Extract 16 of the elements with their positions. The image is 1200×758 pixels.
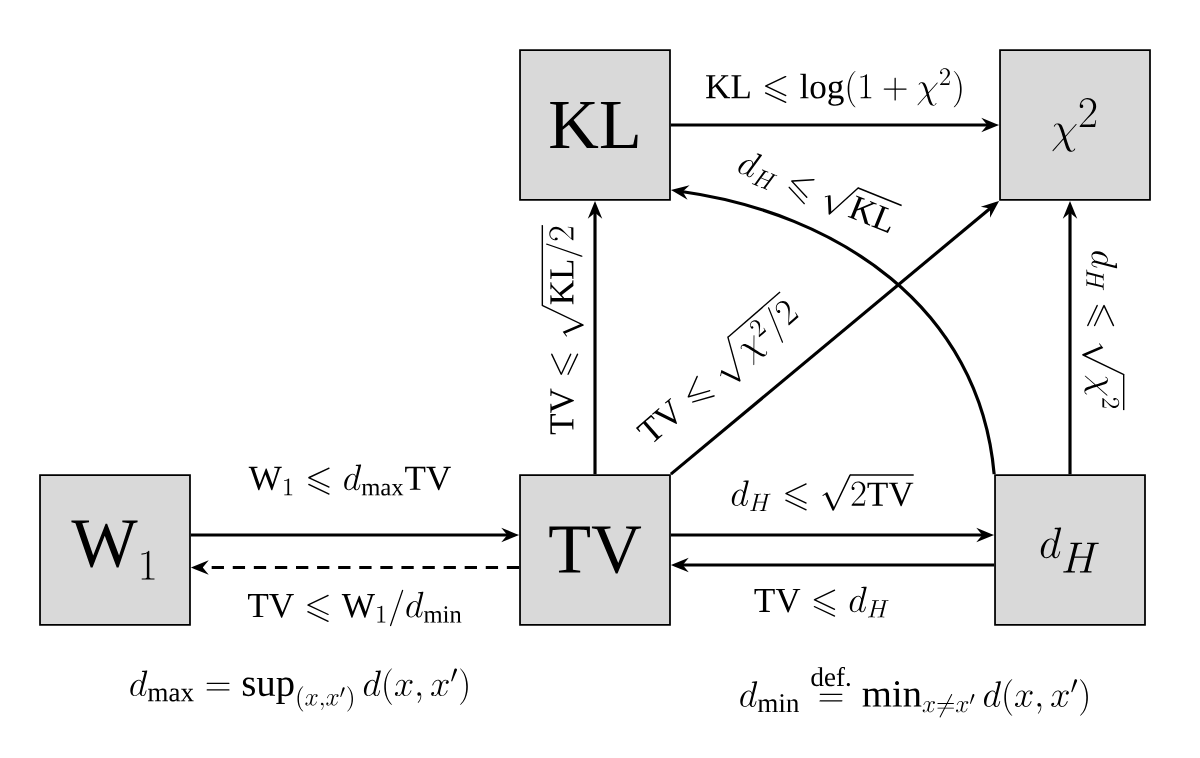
math-box: $\mathrm{KL}$ [519, 49, 671, 201]
definition: $d_{\min} \overset{\text{def.}}{=} \min_{x\neq x'} d(x,x')$ [740, 666, 1088, 718]
edge-label: $\mathrm{TV} \leqslant \mathrm{W}_1/d_{\min}$ [245, 588, 465, 628]
math-box: $\mathrm{TV}$ [519, 474, 671, 626]
math-box: $\mathrm{W}_1$ [39, 474, 191, 626]
edge-label: $\mathrm{TV} \leqslant \sqrt{\chi^2/2}$ [626, 287, 810, 457]
edge-label: $\mathrm{TV} \leqslant d_H$ [752, 584, 892, 620]
edge-label: $d_H \leqslant \sqrt{\mathrm{KL}}$ [731, 138, 905, 242]
math-box: $d_H$ [994, 474, 1146, 626]
edge-label: $\mathrm{TV} \leqslant \sqrt{\mathrm{KL}/2}$ [538, 223, 586, 437]
edge-label: $\mathrm{W}_1 \leqslant d_{\max}\mathrm{TV}$ [246, 462, 454, 498]
math-box: $\chi^2$ [999, 49, 1151, 201]
edge-label: $\mathrm{KL} \leqslant \log(1+\chi^2)$ [703, 66, 967, 110]
edge-label: $d_H \leqslant \sqrt{\chi^2}$ [1080, 248, 1128, 412]
edge-label: $d_H \leqslant \sqrt{2\mathrm{TV}}$ [728, 471, 916, 513]
definition: $d_{\max} = \sup_{(x,x')} d(x,x')$ [130, 668, 468, 712]
